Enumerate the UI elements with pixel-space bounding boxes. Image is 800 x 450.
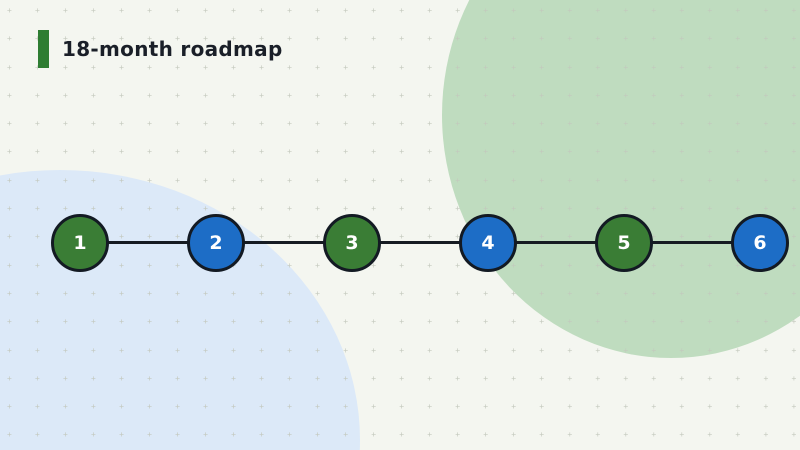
milestone-number: 5 xyxy=(617,232,631,254)
milestone-node-4: 4 xyxy=(459,214,517,272)
milestone-number: 6 xyxy=(753,232,767,254)
timeline-connector-line xyxy=(80,241,760,244)
milestone-node-3: 3 xyxy=(323,214,381,272)
page-title: 18-month roadmap xyxy=(62,37,283,61)
title-accent-bar xyxy=(38,30,49,68)
decor-blue-circle xyxy=(0,170,360,450)
milestone-number: 3 xyxy=(345,232,359,254)
milestone-number: 2 xyxy=(209,232,223,254)
milestone-node-5: 5 xyxy=(595,214,653,272)
milestone-node-2: 2 xyxy=(187,214,245,272)
milestone-node-1: 1 xyxy=(51,214,109,272)
milestone-number: 1 xyxy=(73,232,87,254)
milestone-node-6: 6 xyxy=(731,214,789,272)
decor-green-circle xyxy=(442,0,800,358)
milestone-number: 4 xyxy=(481,232,495,254)
slide-header: 18-month roadmap xyxy=(38,30,283,68)
